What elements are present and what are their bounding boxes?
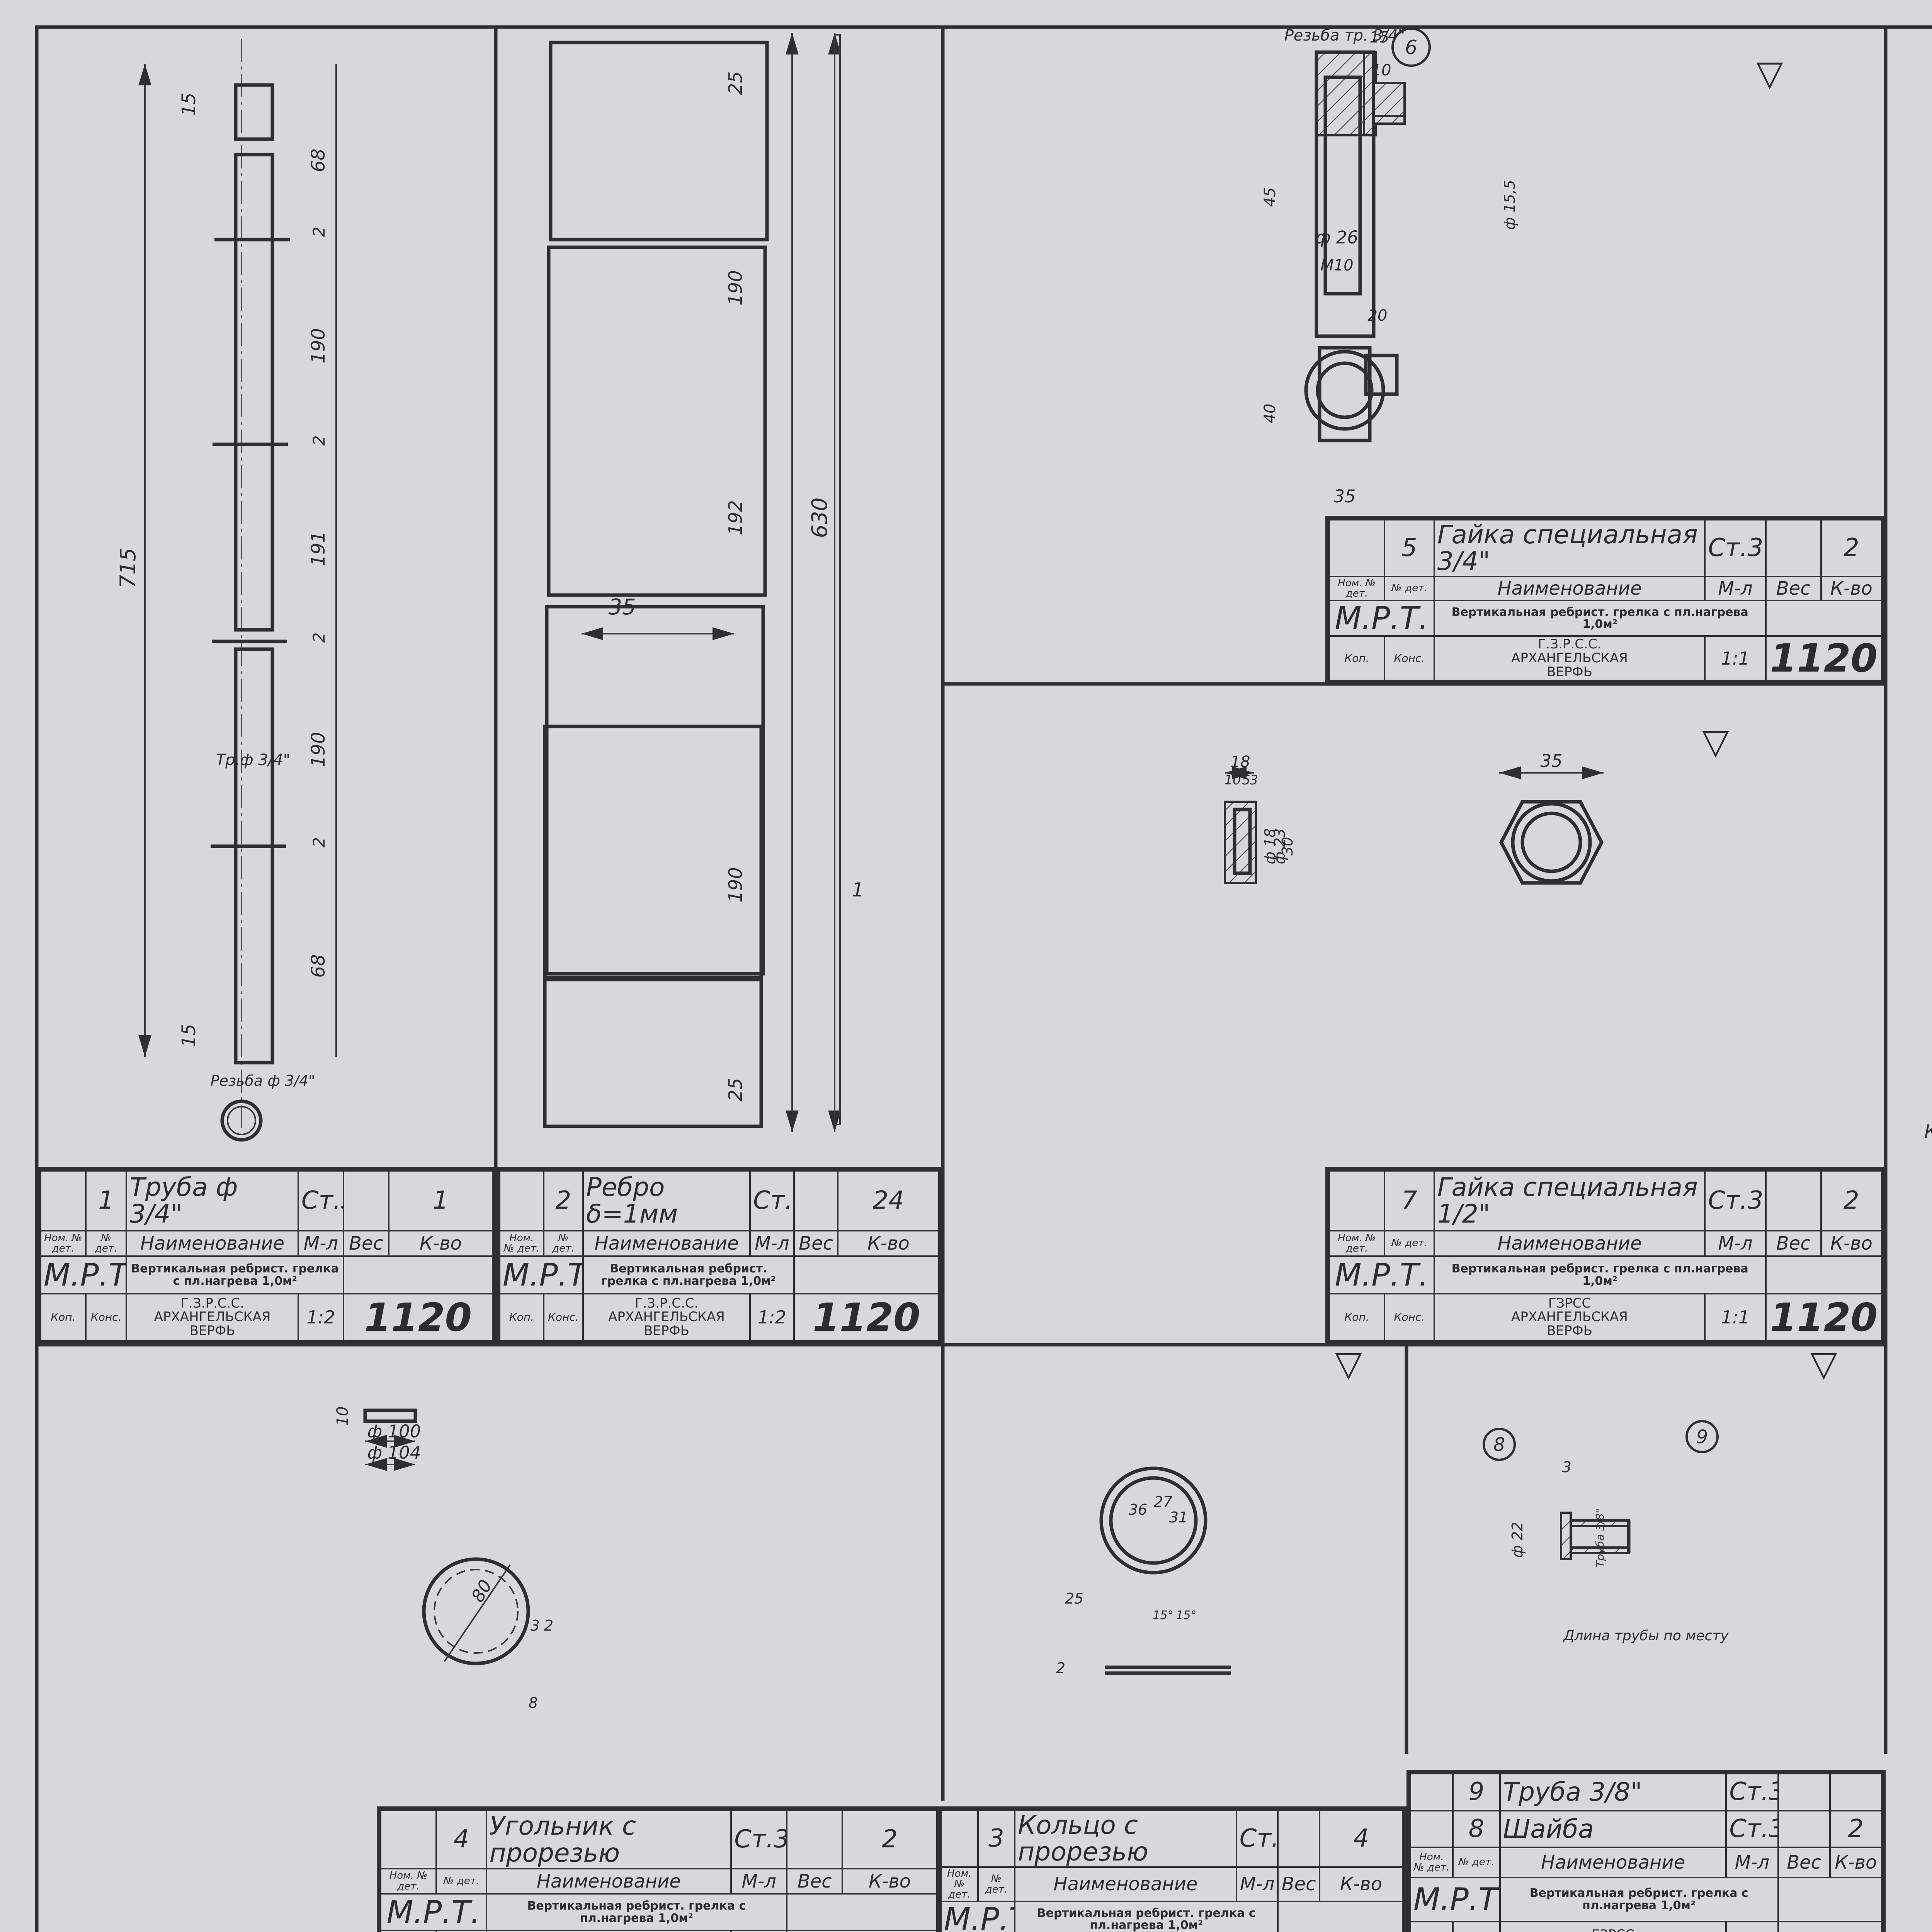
- svg-text:ф 23: ф 23: [1271, 828, 1288, 864]
- svg-text:1: 1: [852, 879, 864, 901]
- svg-text:190: 190: [308, 328, 329, 364]
- detail-4-angle-drawing: ф 100 ф 104 10 80 3 2 8: [334, 1406, 553, 1711]
- svg-text:Резьба ф 3/4": Резьба ф 3/4": [211, 1072, 315, 1089]
- svg-text:2: 2: [310, 435, 328, 446]
- svg-text:ф 100: ф 100: [367, 1421, 421, 1442]
- svg-text:3: 3: [1562, 1459, 1571, 1476]
- svg-text:ф 18: ф 18: [1262, 828, 1279, 864]
- svg-text:ф 22: ф 22: [1509, 1522, 1526, 1558]
- svg-text:2: 2: [1056, 1660, 1065, 1677]
- svg-text:Резьба тр. 3/4": Резьба тр. 3/4": [1284, 27, 1405, 44]
- svg-text:15°: 15°: [1176, 1609, 1196, 1622]
- svg-text:15°: 15°: [1153, 1609, 1173, 1622]
- svg-text:192: 192: [725, 500, 747, 536]
- svg-text:35: 35: [1333, 486, 1355, 507]
- svg-text:190: 190: [725, 270, 747, 306]
- svg-text:ф 15,5: ф 15,5: [1501, 180, 1518, 230]
- note-ring-weld: Кольцо приварить: [1924, 1121, 1932, 1143]
- balloon-8: 8: [1483, 1428, 1516, 1461]
- svg-text:68: 68: [308, 148, 329, 172]
- svg-text:3: 3: [531, 1617, 540, 1634]
- surface-finish-mark: ▽: [1810, 1344, 1837, 1384]
- svg-text:190: 190: [308, 732, 329, 767]
- surface-finish-mark: ▽: [1756, 53, 1783, 94]
- svg-text:191: 191: [308, 531, 329, 566]
- svg-text:15: 15: [178, 1024, 200, 1047]
- svg-text:15: 15: [178, 92, 200, 116]
- svg-text:36: 36: [1129, 1501, 1147, 1518]
- svg-text:15: 15: [1370, 29, 1389, 46]
- svg-text:2: 2: [310, 633, 328, 643]
- svg-text:10: 10: [1372, 61, 1391, 79]
- svg-text:8: 8: [1493, 1434, 1505, 1456]
- svg-text:31: 31: [1169, 1509, 1188, 1526]
- svg-text:20: 20: [1368, 307, 1388, 325]
- detail-8-9-washer-pipe-drawing: 8 9 3 ф 22 Труба 3/8" Длина трубы по мес…: [1483, 1344, 1837, 1644]
- svg-text:18: 18: [1231, 753, 1250, 771]
- detail-1-pipe-drawing: 715 15 68 2 190 2 191 2 190 2 68 15 Тр.ф…: [116, 39, 337, 1142]
- detail-3-slotted-ring-drawing: 36 27 31 25 15° 15° 2 ▽: [1056, 1344, 1362, 1677]
- svg-text:5: 5: [1242, 772, 1250, 788]
- svg-text:30: 30: [1279, 837, 1296, 855]
- svg-text:Тр.ф 3/4": Тр.ф 3/4": [216, 751, 290, 769]
- svg-text:9: 9: [1696, 1426, 1708, 1448]
- balloon-9: 9: [1685, 1420, 1719, 1453]
- svg-text:10: 10: [334, 1406, 352, 1426]
- balloon-6: 6: [1391, 27, 1431, 67]
- svg-text:25: 25: [725, 71, 747, 95]
- svg-text:М10: М10: [1320, 257, 1353, 274]
- svg-text:Длина трубы по месту: Длина трубы по месту: [1563, 1628, 1729, 1644]
- svg-text:3: 3: [1250, 772, 1258, 788]
- svg-text:45: 45: [1261, 187, 1279, 207]
- svg-text:10: 10: [1224, 772, 1241, 788]
- svg-text:40: 40: [1261, 404, 1279, 423]
- svg-text:6: 6: [1405, 36, 1417, 59]
- svg-text:2: 2: [310, 227, 328, 237]
- surface-finish-mark: ▽: [1702, 721, 1729, 762]
- svg-text:25: 25: [725, 1078, 747, 1101]
- svg-text:715: 715: [116, 548, 140, 588]
- svg-text:2: 2: [544, 1617, 553, 1634]
- svg-text:80: 80: [467, 1576, 496, 1605]
- sheet-frame: [35, 25, 1932, 1932]
- svg-text:ф 26: ф 26: [1316, 227, 1358, 248]
- svg-text:Труба 3/8": Труба 3/8": [1594, 1509, 1606, 1568]
- svg-text:2: 2: [310, 837, 328, 848]
- surface-finish-mark: ▽: [1335, 1344, 1362, 1384]
- detail-2-fin-drawing: 35 630 1 25 190 192 190 25: [543, 33, 864, 1132]
- svg-text:8: 8: [529, 1694, 538, 1711]
- detail-7-nut-drawing: 18 10 5 3 35 ф 18 ф 23 30 ▽: [1224, 721, 1729, 885]
- detail-5-nut-drawing: Резьба тр. 3/4" ф 26 М10 15 10 20 35 45 …: [1261, 27, 1783, 507]
- svg-text:190: 190: [725, 867, 747, 903]
- svg-text:27: 27: [1154, 1493, 1172, 1510]
- svg-text:25: 25: [1065, 1590, 1083, 1607]
- svg-text:ф 104: ф 104: [367, 1442, 421, 1463]
- svg-text:68: 68: [308, 954, 329, 978]
- svg-text:35: 35: [1540, 751, 1562, 771]
- svg-text:630: 630: [807, 498, 832, 538]
- svg-text:35: 35: [608, 595, 636, 620]
